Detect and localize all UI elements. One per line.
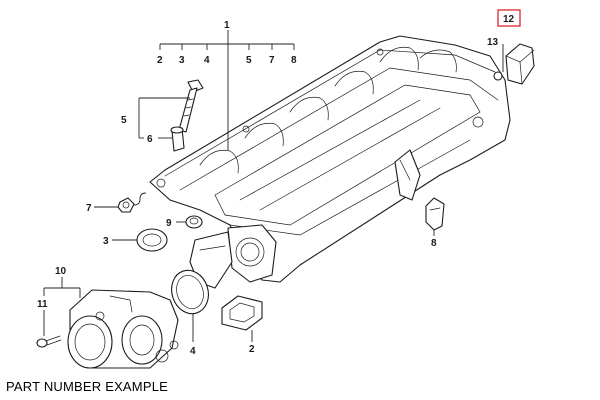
callout-2-top: 2: [157, 55, 163, 66]
bolt: [178, 79, 204, 133]
callout-12-sensor: 12: [503, 14, 515, 25]
mounting-bracket: [425, 197, 445, 231]
callout-2-gasket: 2: [249, 344, 255, 355]
screw: [36, 335, 62, 348]
callout-4-gasket: 4: [190, 346, 196, 357]
seal-ring: [136, 228, 168, 252]
callout-5-top: 5: [246, 55, 252, 66]
callout-5-bolt: 5: [121, 115, 127, 126]
callout-12-highlight: [497, 9, 521, 27]
throttle-housing: [67, 289, 179, 369]
callout-7-top: 7: [269, 55, 275, 66]
part-number-caption: PART NUMBER EXAMPLE: [6, 379, 169, 394]
callout-7-nut: 7: [86, 203, 92, 214]
leader-lines: [43, 30, 504, 342]
callout-1: 1: [224, 20, 230, 31]
callout-10-housing: 10: [55, 266, 67, 277]
grommet: [185, 215, 203, 229]
callout-11-screw: 11: [37, 299, 48, 310]
nut: [117, 197, 135, 213]
callout-4-top: 4: [204, 55, 210, 66]
callout-9-grommet: 9: [166, 218, 172, 229]
square-gasket: [221, 295, 263, 331]
callout-13-oring: 13: [487, 37, 499, 48]
intake-manifold: [149, 35, 511, 289]
callout-8-bracket: 8: [431, 238, 437, 249]
callout-labels: 1 2 3 4 5 7 8 5 6 7 9 3 10 11 4 2 8 12 1…: [37, 9, 521, 357]
callout-8-top: 8: [291, 55, 297, 66]
throttle-gasket: [171, 269, 209, 315]
callout-6-sleeve: 6: [147, 134, 153, 145]
callout-3-ring: 3: [103, 236, 109, 247]
callout-3-top: 3: [179, 55, 185, 66]
sleeve: [170, 126, 185, 152]
pressure-sensor: [493, 43, 535, 85]
